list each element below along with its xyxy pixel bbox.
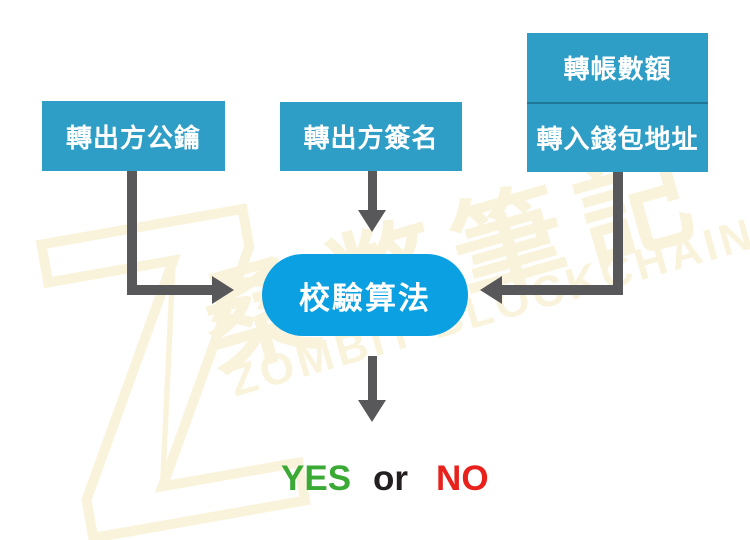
- box-sender-public-key-label: 轉出方公鑰: [65, 122, 201, 153]
- box-sender-signature-label: 轉出方簽名: [303, 123, 439, 153]
- connector-public-key-horizontal: [127, 285, 213, 295]
- box-sender-signature: 轉出方簽名: [280, 102, 462, 171]
- connector-result-vertical: [368, 356, 377, 401]
- result-line: YES or NO: [281, 459, 489, 499]
- connector-tx-vertical: [613, 172, 623, 295]
- result-or: or: [373, 459, 409, 498]
- result-yes: YES: [281, 459, 352, 498]
- box-verification-algorithm-label: 校驗算法: [299, 280, 431, 316]
- result-no: NO: [436, 459, 489, 498]
- watermark-brand-chinese: 桑幣筆記: [188, 127, 723, 392]
- connector-public-key-vertical: [127, 170, 137, 295]
- arrowhead-down-result-icon: [358, 400, 386, 422]
- connector-tx-horizontal: [502, 285, 623, 295]
- arrowhead-right-icon: [212, 276, 234, 304]
- box-recipient-address: 轉入錢包地址: [527, 104, 708, 173]
- box-transfer-amount-label: 轉帳數額: [563, 53, 672, 84]
- connector-signature-vertical: [368, 170, 377, 211]
- box-recipient-address-label: 轉入錢包地址: [536, 124, 699, 155]
- box-verification-algorithm: 校驗算法: [262, 254, 468, 336]
- box-transaction-details: 轉帳數額 轉入錢包地址: [527, 33, 708, 172]
- arrowhead-down-icon: [358, 210, 386, 232]
- box-sender-public-key: 轉出方公鑰: [42, 101, 225, 171]
- arrowhead-left-icon: [480, 276, 502, 304]
- box-transfer-amount: 轉帳數額: [527, 33, 708, 104]
